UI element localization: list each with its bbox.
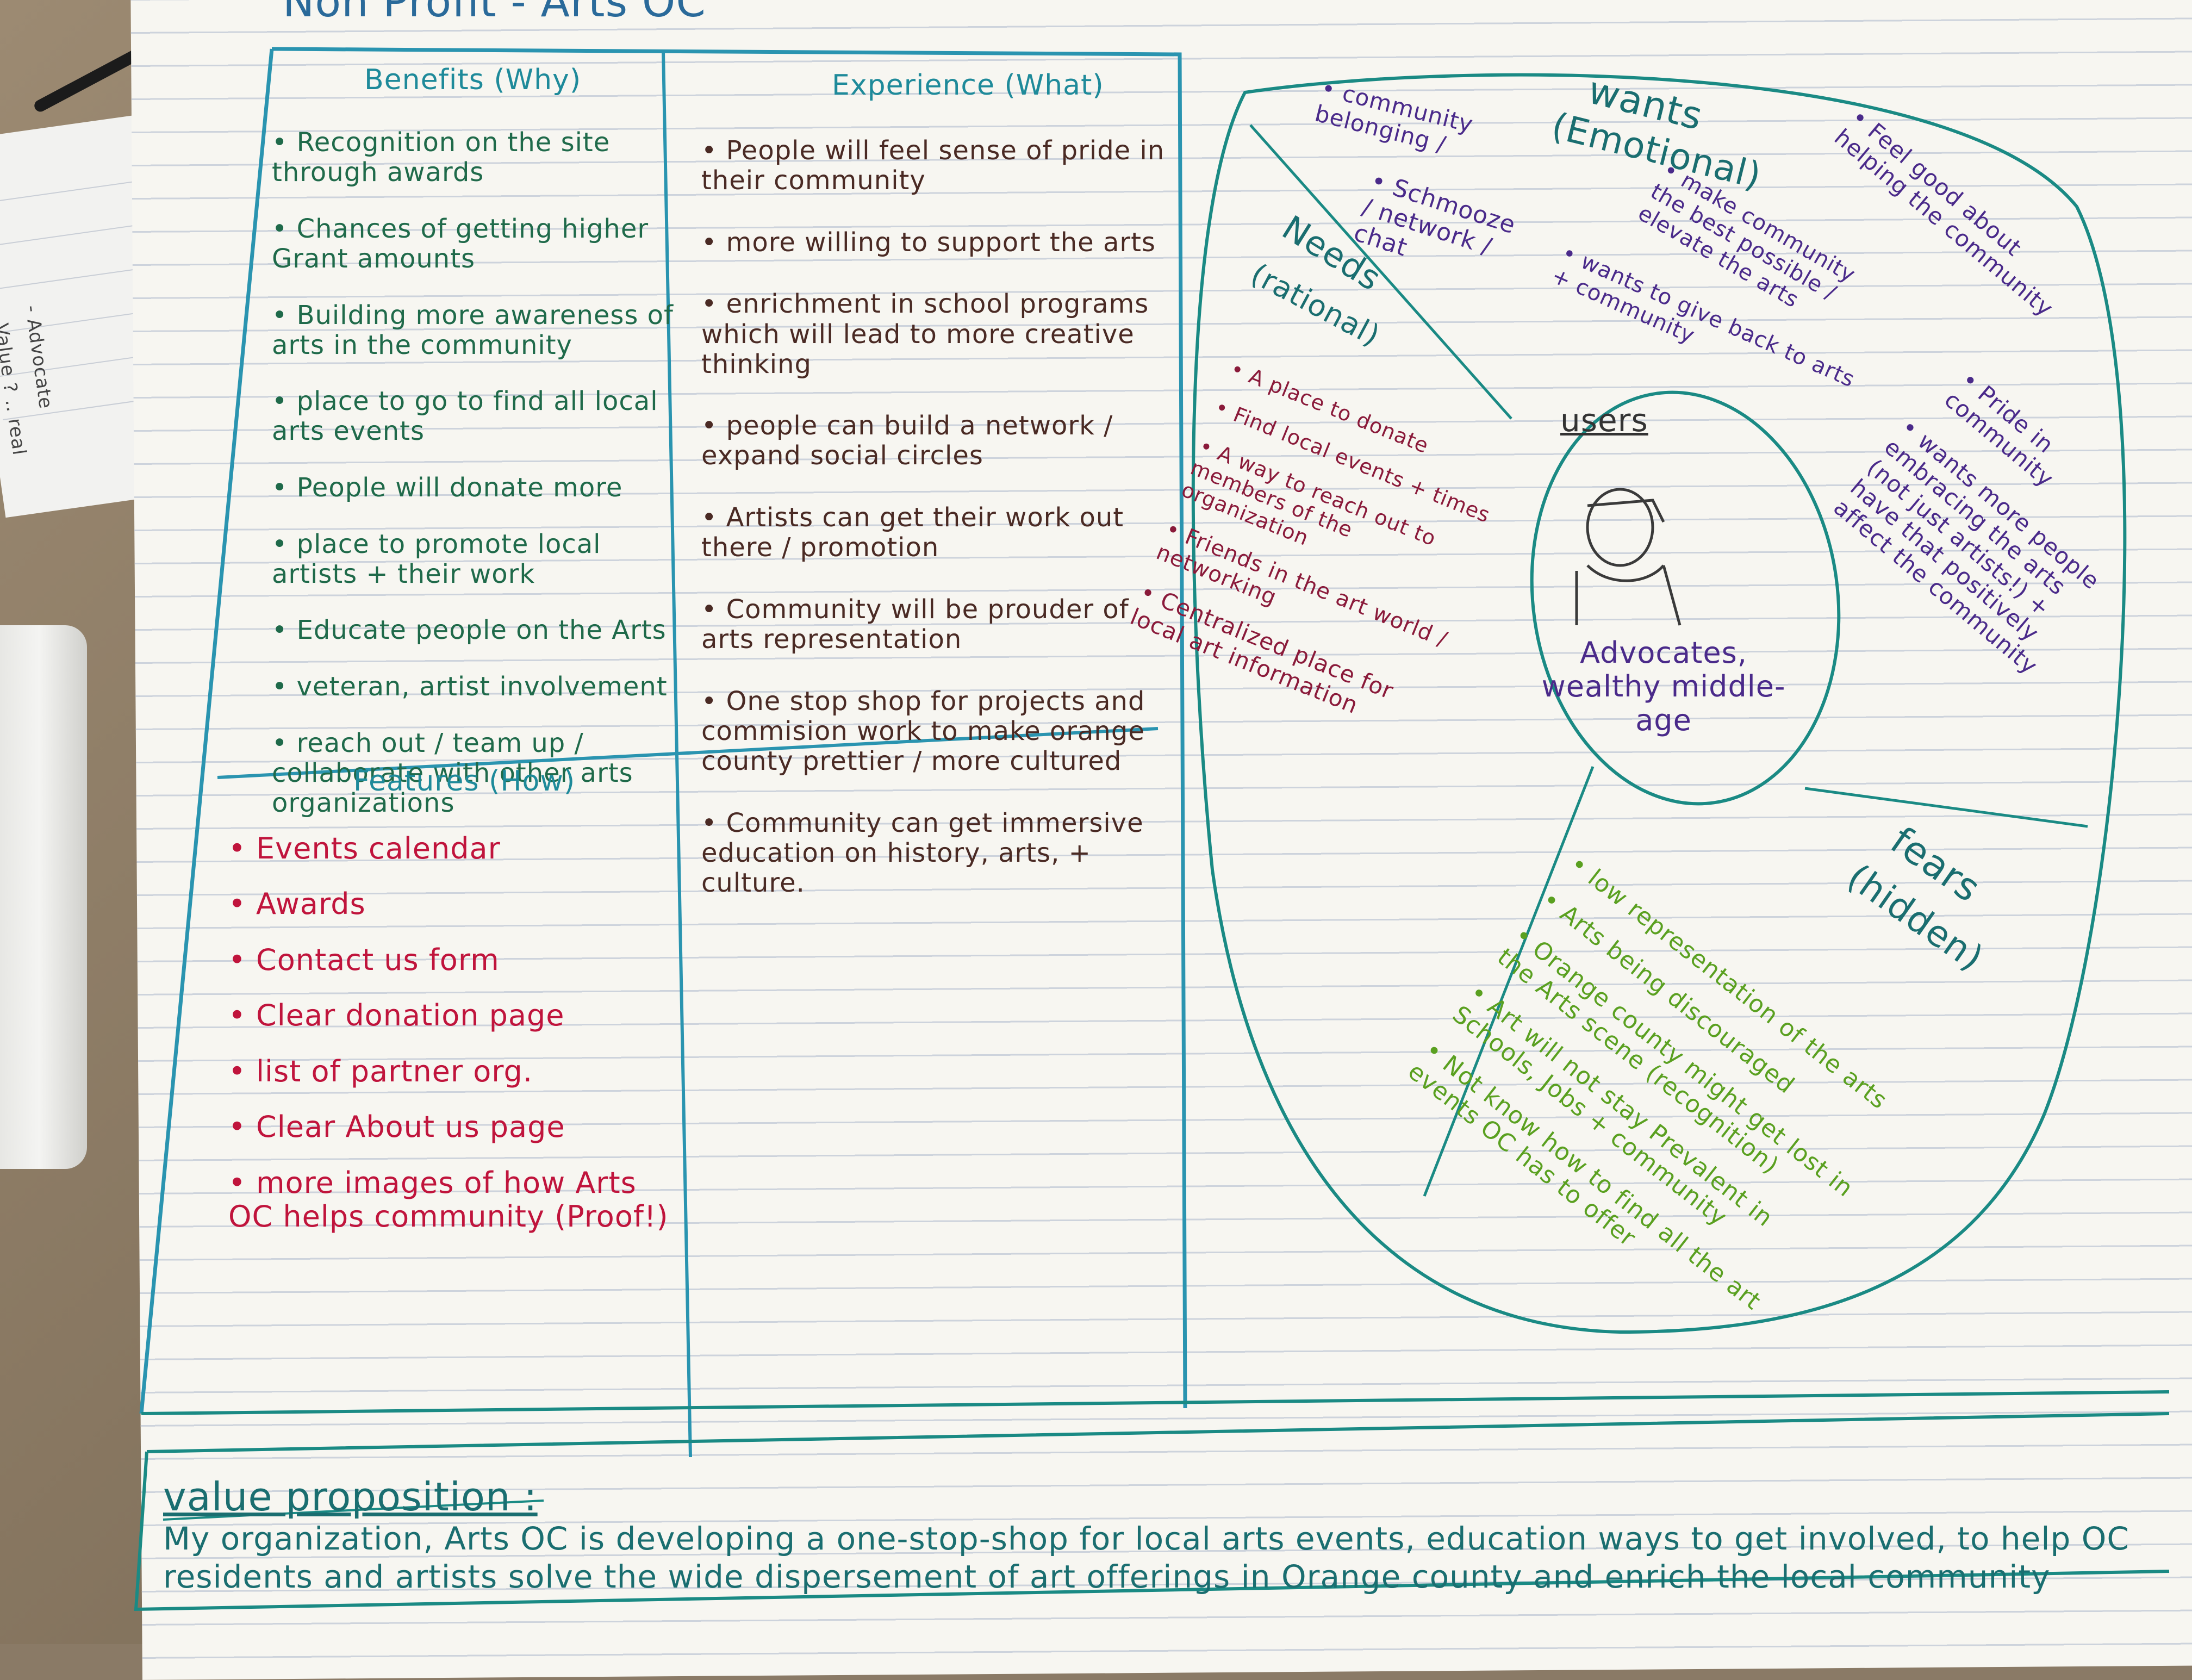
experience-section: Experience (What) • People will feel sen… bbox=[701, 60, 1180, 935]
poster-title: Non Profit - Arts OC bbox=[283, 0, 706, 27]
experience-item: • enrichment in school programs which wi… bbox=[701, 289, 1149, 379]
benefits-section: Benefits (Why) • Recognition on the site… bbox=[272, 54, 690, 855]
benefits-list: • Recognition on the site through awards… bbox=[272, 118, 690, 845]
benefits-item: • Educate people on the Arts bbox=[272, 615, 667, 646]
benefits-item: • Recognition on the site through awards bbox=[272, 127, 611, 188]
experience-item: • People will feel sense of pride in the… bbox=[701, 135, 1165, 196]
value-proposition-label: value proposition : bbox=[163, 1473, 538, 1520]
value-proposition: value proposition : My organization, Art… bbox=[163, 1435, 2147, 1596]
users-description: Advocates, wealthy middle-age bbox=[1541, 636, 1786, 738]
features-item: • Events calendar bbox=[228, 831, 501, 866]
user-sketch bbox=[1575, 488, 1682, 626]
users-heading: users bbox=[1560, 402, 1648, 439]
features-item: • Awards bbox=[228, 887, 366, 922]
experience-item: • One stop shop for projects and commisi… bbox=[701, 686, 1145, 776]
experience-item: • Artists can get their work out there /… bbox=[701, 502, 1124, 563]
benefits-item: • reach out / team up / collaborate with… bbox=[272, 727, 633, 818]
benefits-item: • veteran, artist involvement bbox=[272, 671, 668, 702]
benefits-heading: Benefits (Why) bbox=[364, 64, 582, 97]
features-heading: Features (How) bbox=[353, 765, 576, 798]
value-proposition-text: My organization, Arts OC is developing a… bbox=[163, 1520, 2129, 1595]
experience-list: • People will feel sense of pride in the… bbox=[701, 126, 1180, 925]
experience-item: • Community will be prouder of arts repr… bbox=[701, 594, 1129, 655]
benefits-item: • place to promote local artists + their… bbox=[272, 528, 601, 589]
features-item: • Contact us form bbox=[228, 942, 500, 977]
benefits-item: • place to go to find all local arts eve… bbox=[272, 386, 658, 447]
experience-item: • people can build a network / expand so… bbox=[701, 410, 1113, 471]
experience-item: • more willing to support the arts bbox=[701, 227, 1156, 258]
benefits-item: • Building more awareness of arts in the… bbox=[272, 300, 674, 360]
features-item: • Clear About us page bbox=[228, 1110, 565, 1144]
features-list: • Events calendar • Awards • Contact us … bbox=[228, 822, 674, 1260]
benefits-item: • Chances of getting higher Grant amount… bbox=[272, 213, 649, 274]
features-item: • more images of how Arts OC helps commu… bbox=[228, 1165, 669, 1234]
white-mug bbox=[0, 625, 87, 1169]
poster-drawn-lines bbox=[134, 47, 2170, 1611]
experience-item: • Community can get immersive education … bbox=[701, 807, 1144, 898]
experience-heading: Experience (What) bbox=[832, 69, 1104, 102]
features-section: Features (How) • Events calendar • Award… bbox=[228, 756, 674, 1270]
benefits-item: • People will donate more bbox=[272, 472, 623, 503]
features-item: • Clear donation page bbox=[228, 998, 565, 1033]
features-item: • list of partner org. bbox=[228, 1054, 533, 1088]
